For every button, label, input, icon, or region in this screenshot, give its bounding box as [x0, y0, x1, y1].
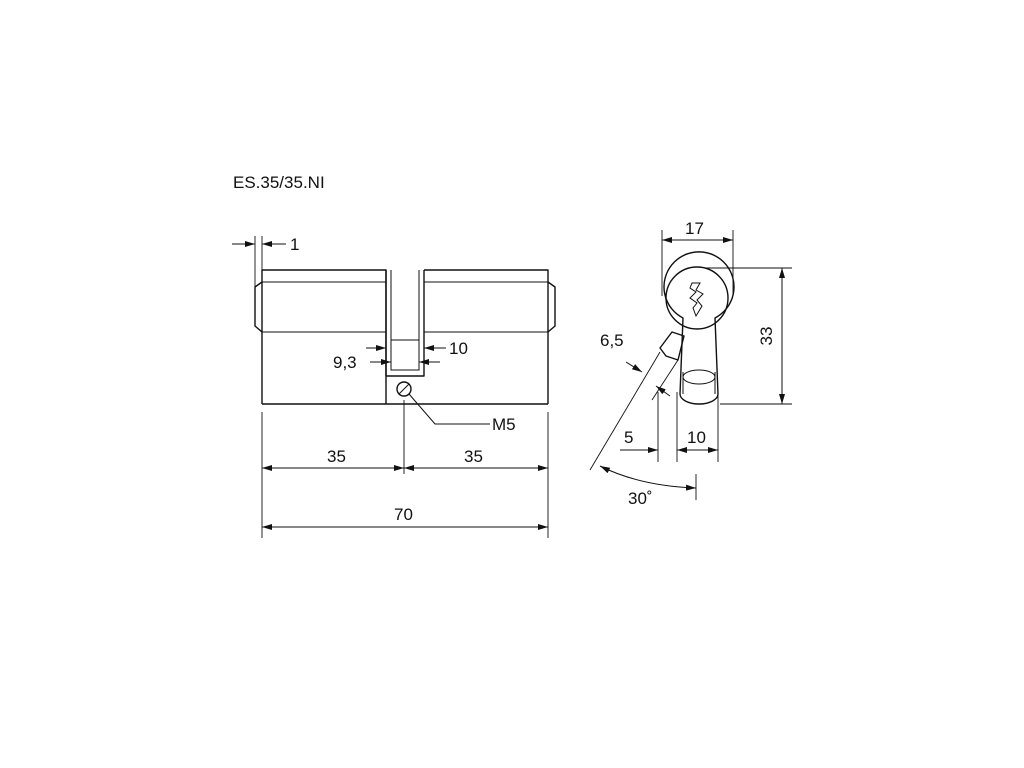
cam-slot [385, 270, 425, 377]
cam-slot-inner [390, 270, 420, 371]
cylinder-left-half [261, 269, 387, 404]
screw-label: M5 [492, 415, 516, 434]
dim-total: 70 [262, 505, 548, 530]
dim-profile-height-label: 33 [757, 327, 776, 346]
dim-offset-label: 1 [290, 235, 299, 254]
dim-cam-offset-label: 5 [624, 428, 633, 447]
drawing-title: ES.35/35.NI [233, 173, 325, 192]
dim-total-label: 70 [394, 505, 413, 524]
dim-cam-inner: 9,3 [333, 353, 440, 372]
screw-hole [396, 381, 412, 397]
dim-right-half-label: 35 [464, 447, 483, 466]
cam-blade [659, 331, 685, 361]
dim-cam-thickness: 6,5 [589, 331, 679, 471]
dim-left-half-label: 35 [327, 447, 346, 466]
dim-cam-outer-label: 10 [449, 339, 468, 358]
dim-cam-thickness-label: 6,5 [600, 331, 624, 350]
cylinder-right-half [424, 269, 549, 404]
leader-screw: M5 [408, 393, 516, 434]
dim-cam-offset: 5 [620, 428, 658, 453]
dim-lower-width: 10 [677, 428, 718, 453]
dim-profile-width-label: 17 [685, 219, 704, 238]
dim-cam-inner-label: 9,3 [333, 353, 357, 372]
dim-offset: 1 [232, 235, 299, 287]
dim-halves: 35 35 [262, 447, 548, 471]
dim-cam-angle: 30˚ [599, 465, 697, 508]
dim-profile-width: 17 [661, 219, 734, 296]
side-view [254, 269, 556, 405]
right-shoulder [547, 281, 556, 333]
left-shoulder [254, 281, 263, 333]
cylinder-profile [663, 251, 735, 405]
dim-cam-outer: 10 [366, 339, 468, 358]
dim-cam-angle-label: 30˚ [628, 489, 653, 508]
plug-circle [665, 266, 729, 330]
dim-profile-height: 33 [704, 267, 792, 405]
dim-lower-width-label: 10 [687, 428, 706, 447]
cam-housing [682, 372, 716, 394]
front-view [659, 251, 735, 405]
keyway [689, 282, 704, 318]
